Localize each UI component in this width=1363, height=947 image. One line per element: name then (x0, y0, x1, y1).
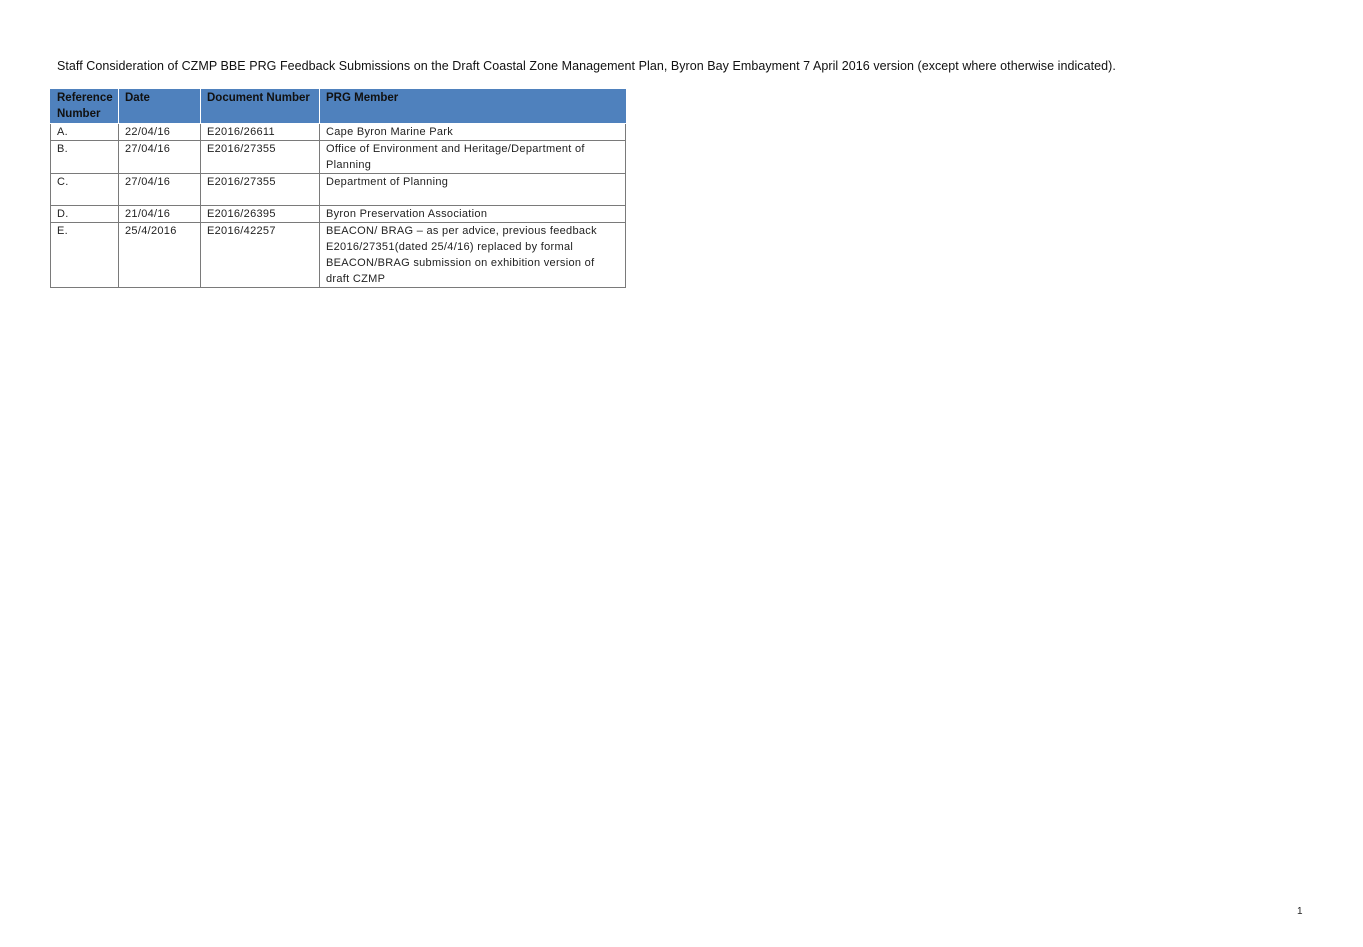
date-cell: 25/4/2016 (118, 222, 201, 288)
prg-member-cell: Office of Environment and Heritage/Depar… (319, 140, 626, 174)
reference-cell: D. (50, 205, 119, 223)
reference-cell: E. (50, 222, 119, 288)
date-cell: 21/04/16 (118, 205, 201, 223)
column-header-date: Date (118, 89, 201, 124)
document-number-cell: E2016/26611 (200, 123, 320, 141)
date-cell: 22/04/16 (118, 123, 201, 141)
document-number-cell: E2016/27355 (200, 173, 320, 206)
document-number-cell: E2016/26395 (200, 205, 320, 223)
document-number-cell: E2016/27355 (200, 140, 320, 174)
column-header-reference-number: Reference Number (50, 89, 119, 124)
date-cell: 27/04/16 (118, 140, 201, 174)
document-number-cell: E2016/42257 (200, 222, 320, 288)
prg-feedback-table: Reference Number Date Document Number PR… (50, 89, 626, 288)
table-row: C. 27/04/16 E2016/27355 Department of Pl… (50, 173, 626, 206)
reference-cell: B. (50, 140, 119, 174)
reference-cell: C. (50, 173, 119, 206)
page-number: 1 (1297, 906, 1303, 917)
page-title: Staff Consideration of CZMP BBE PRG Feed… (57, 59, 1116, 73)
table-header-row: Reference Number Date Document Number PR… (50, 89, 626, 124)
table-row: E. 25/4/2016 E2016/42257 BEACON/ BRAG – … (50, 222, 626, 288)
prg-member-cell: Byron Preservation Association (319, 205, 626, 223)
column-header-document-number: Document Number (200, 89, 320, 124)
table-row: B. 27/04/16 E2016/27355 Office of Enviro… (50, 140, 626, 174)
prg-member-cell: Department of Planning (319, 173, 626, 206)
column-header-prg-member: PRG Member (319, 89, 626, 124)
reference-cell: A. (50, 123, 119, 141)
table-row: D. 21/04/16 E2016/26395 Byron Preservati… (50, 205, 626, 223)
prg-member-cell: Cape Byron Marine Park (319, 123, 626, 141)
prg-member-cell: BEACON/ BRAG – as per advice, previous f… (319, 222, 626, 288)
date-cell: 27/04/16 (118, 173, 201, 206)
table-row: A. 22/04/16 E2016/26611 Cape Byron Marin… (50, 123, 626, 141)
